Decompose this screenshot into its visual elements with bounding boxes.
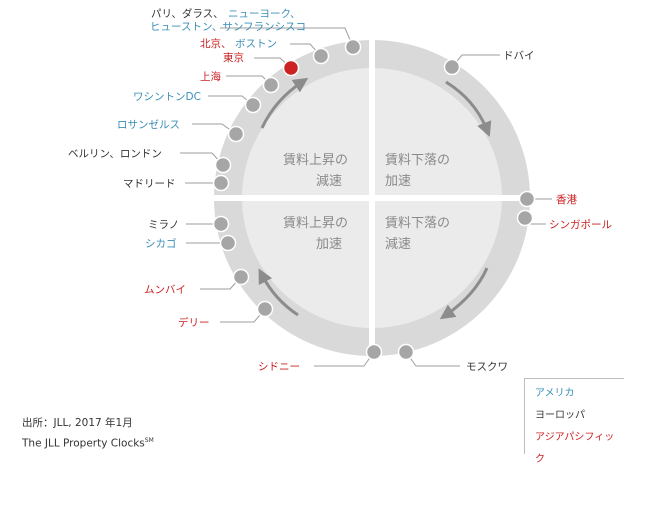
city-marker-beijing-boston: [312, 47, 330, 65]
city-label-mumbai: ムンバイ: [144, 284, 186, 296]
city-marker-los-angeles: [227, 125, 245, 143]
quadrant-top-left-line1: 賃料上昇の: [283, 153, 348, 168]
city-label-tokyo: 東京: [223, 51, 244, 64]
city-label-milan: ミラノ: [148, 219, 179, 231]
city-marker-mumbai: [232, 268, 250, 286]
city-label-singapore: シンガポール: [549, 219, 612, 231]
city-label-los-angeles: ロサンゼルス: [117, 119, 180, 131]
quadrant-bottom-left-line1: 賃料上昇の: [283, 216, 348, 231]
legend-item-asia-pacific: アジアパシフィック: [535, 432, 615, 465]
city-marker-sydney: [365, 343, 383, 361]
arrow-bottom-left: [258, 268, 299, 317]
city-marker-moscow: [397, 343, 415, 361]
horizontal-divider: [212, 195, 532, 201]
source-name: The JLL Property Clocks: [22, 437, 145, 450]
region-legend: アメリカ ヨーロッパ アジアパシフィック: [524, 378, 624, 465]
city-label-boston: ボストン: [235, 38, 277, 50]
arrow-top-left: [260, 77, 309, 129]
city-label-sydney: シドニー: [258, 361, 300, 373]
city-marker-shanghai: [262, 76, 280, 94]
city-marker-dubai: [443, 58, 461, 76]
legend-item-europe: ヨーロッパ: [535, 410, 585, 421]
city-label-moscow: モスクワ: [466, 361, 508, 373]
source-note: 出所：JLL, 2017 年1月 The JLL Property Clocks…: [22, 414, 154, 453]
city-markers: パリ、ダラス、 ニューヨーク、 ヒューストン、サンフランシスコ 北京、 ボストン…: [68, 7, 612, 373]
service-mark: SM: [144, 437, 154, 444]
source-line-1: 出所：JLL, 2017 年1月: [22, 417, 133, 429]
city-label-berlin-london: ベルリン、ロンドン: [68, 148, 162, 160]
city-marker-washington-dc: [244, 96, 262, 114]
legend-item-america: アメリカ: [535, 388, 575, 399]
source-line-2: The JLL Property ClocksSM: [22, 432, 154, 453]
city-marker-delhi: [256, 300, 274, 318]
city-label-dubai: ドバイ: [503, 50, 535, 62]
city-label-houston-sf: ヒューストン、サンフランシスコ: [150, 21, 306, 33]
quadrant-top-right-line2: 加速: [385, 174, 411, 189]
city-label-new-york: ニューヨーク、: [228, 8, 301, 20]
city-marker-chicago: [219, 234, 237, 252]
quadrant-bottom-right-line2: 減速: [385, 236, 411, 252]
city-marker-tokyo: [282, 59, 300, 77]
arrow-bottom-right: [439, 267, 489, 320]
city-marker-singapore: [516, 209, 534, 227]
leader-line: [405, 351, 460, 367]
city-label-delhi: デリー: [178, 316, 210, 329]
city-marker-madrid: [212, 174, 230, 192]
city-label-madrid: マドリード: [123, 178, 176, 190]
city-marker-berlin-london: [214, 156, 232, 174]
quadrant-bottom-left-line2: 加速: [316, 237, 342, 252]
city-label-paris-dallas: パリ、ダラス、: [151, 7, 224, 20]
quadrant-top-right-line1: 賃料下落の: [385, 153, 450, 168]
arrow-top-right: [445, 80, 492, 137]
city-label-washington-dc: ワシントンDC: [133, 91, 201, 103]
city-marker-paris-group: [344, 38, 362, 56]
city-label-hong-kong: 香港: [556, 194, 577, 206]
city-label-chicago: シカゴ: [145, 237, 177, 250]
city-label-beijing: 北京、: [200, 37, 232, 50]
city-marker-hong-kong: [518, 190, 536, 208]
city-marker-milan: [212, 215, 230, 233]
quadrant-top-left-line2: 減速: [316, 173, 342, 189]
quadrant-bottom-right-line1: 賃料下落の: [385, 216, 450, 231]
city-label-shanghai: 上海: [200, 70, 221, 83]
